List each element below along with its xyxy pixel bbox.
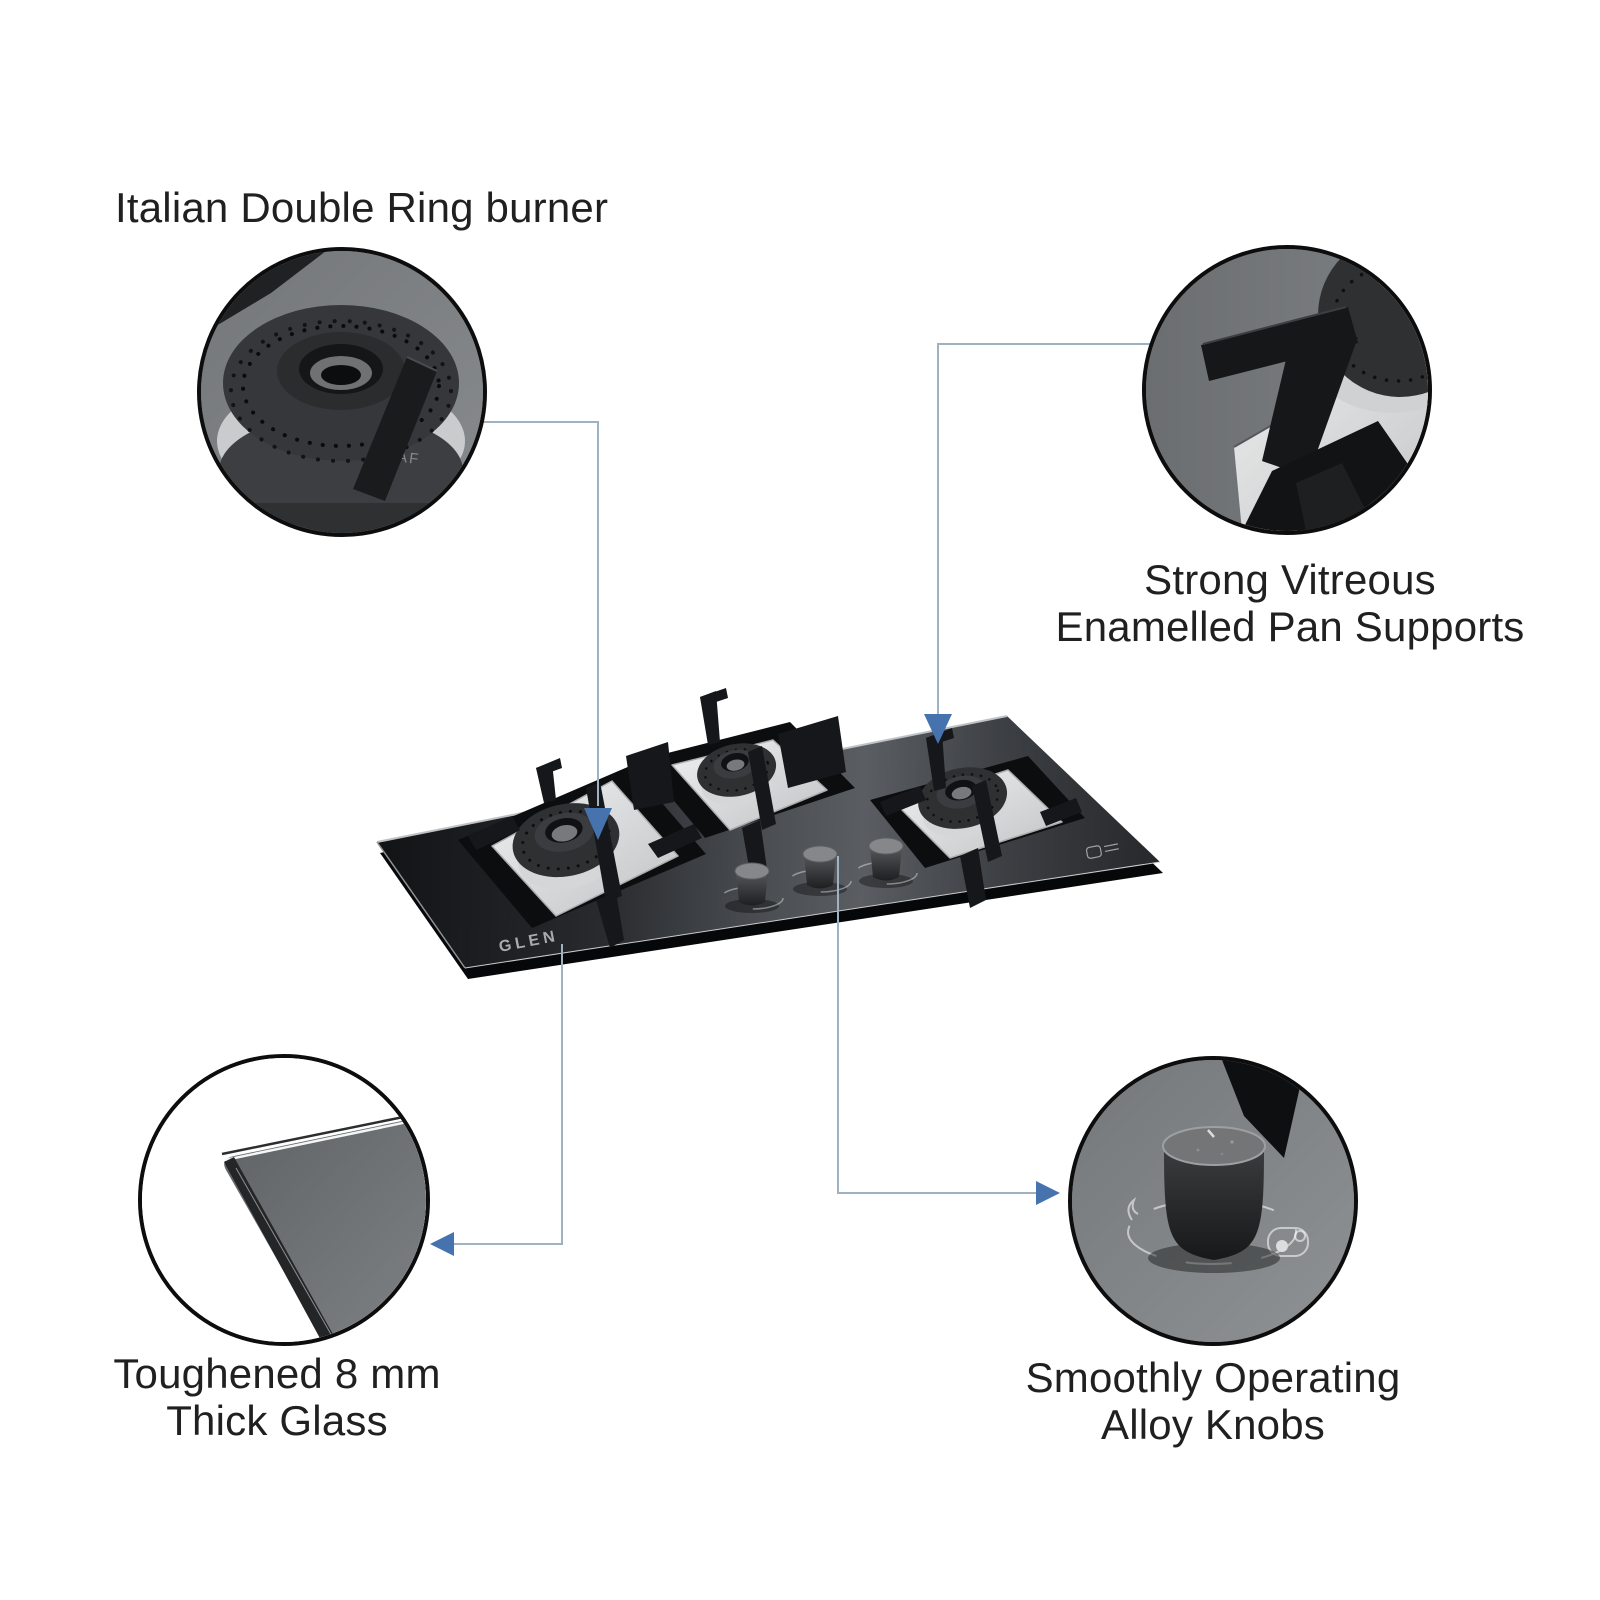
label-alloy-knobs-line1: Smoothly Operating (1025, 1354, 1401, 1401)
burner-flame-holes (241, 324, 441, 448)
label-thick-glass-line1: Toughened 8 mm (113, 1350, 441, 1397)
label-pan-supports: Strong Vitreous Enamelled Pan Supports (1040, 556, 1540, 651)
knob-dial-markings (1127, 1196, 1309, 1265)
glass-corner-closeup-image (138, 1054, 430, 1346)
burner-closeup-image: SABAF (197, 247, 487, 537)
knob-2 (788, 845, 852, 896)
marking-dot (1276, 1240, 1288, 1252)
surface-badge-logo (1085, 843, 1119, 859)
support-arm (353, 357, 437, 501)
arrow-down-icon-burner (584, 808, 612, 840)
warranty-script-logo (945, 703, 984, 713)
burner-middle (626, 688, 855, 884)
burner-right-pan-supports (880, 728, 1082, 908)
knob-closeup-drawing (1072, 1060, 1354, 1342)
glass-edge-top-line (221, 1112, 419, 1156)
glass-bottom-edge-highlight (464, 861, 1161, 969)
arrow-down-icon-pan-supports (924, 714, 952, 744)
glass-hob: GLEN (376, 688, 1163, 979)
burner-left-rings (512, 803, 621, 889)
glass-edge-highlight (224, 1118, 418, 1162)
connector-lines (454, 343, 1150, 1245)
knob-closeup-image (1068, 1056, 1358, 1346)
control-knobs (720, 837, 918, 913)
burner-closeup-drawing: SABAF (201, 251, 483, 533)
glass-edge-left-thickness (224, 1157, 334, 1342)
glass-left-edge-highlight (376, 841, 466, 969)
pan-support-closeup-drawing (1146, 249, 1428, 531)
pan-support-wedge (1222, 1060, 1306, 1158)
knob-indicator-notch (1207, 1129, 1215, 1138)
alloy-knob-top (1162, 1126, 1266, 1166)
label-double-ring-burner: Italian Double Ring burner (115, 184, 609, 231)
burner-middle-pan-supports (626, 688, 846, 884)
arrow-right-icon-alloy-knobs (1036, 1181, 1060, 1205)
knob-1 (720, 862, 784, 913)
burner-right (870, 728, 1085, 908)
label-thick-glass-line2: Thick Glass (166, 1397, 388, 1445)
alloy-knob-body (1164, 1148, 1264, 1260)
arrow-left-icon-thick-glass (430, 1232, 454, 1256)
label-thick-glass: Toughened 8 mm Thick Glass (77, 1350, 477, 1445)
knob-3 (854, 837, 918, 888)
connector-line-thick-glass (454, 944, 563, 1245)
connector-line-burner (482, 421, 599, 806)
label-pan-supports-line1: Strong Vitreous (1144, 556, 1436, 603)
label-pan-supports-line2: Enamelled Pan Supports (1055, 603, 1525, 651)
connector-arrows (430, 714, 1060, 1256)
pan-support-closeup-image (1142, 245, 1432, 535)
label-alloy-knobs-line2: Alloy Knobs (1101, 1401, 1325, 1449)
label-alloy-knobs: Smoothly Operating Alloy Knobs (963, 1354, 1463, 1449)
glass-sheet-face (224, 1118, 426, 1342)
connector-line-alloy-knobs (837, 856, 1036, 1194)
glass-corner-drawing (142, 1058, 426, 1342)
connector-line-pan-supports (937, 343, 1150, 716)
enamelled-pan-support (1201, 307, 1358, 477)
